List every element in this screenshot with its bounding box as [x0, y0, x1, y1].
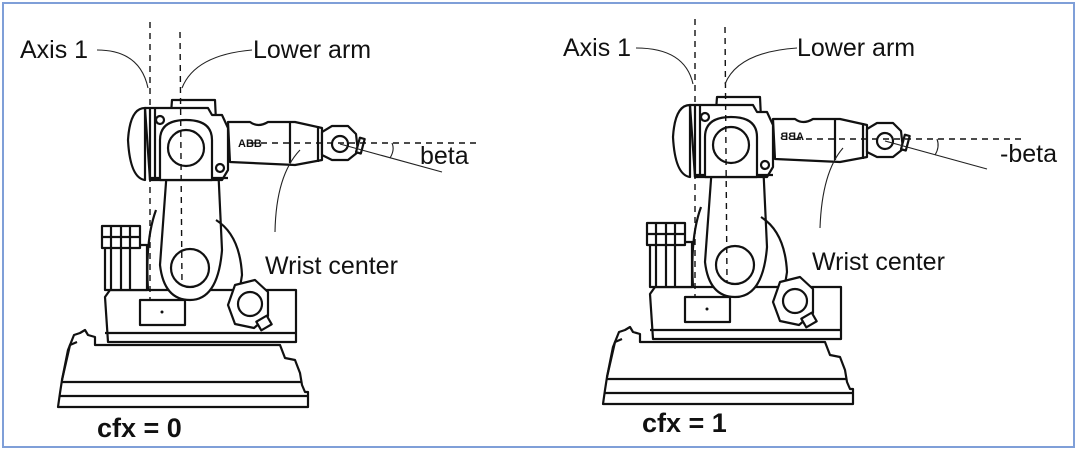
tool-direction-line [339, 143, 443, 173]
caption-cfx-0: cfx = 0 [97, 413, 182, 443]
axis1-leader [635, 47, 694, 85]
wrist-center-label: Wrist center [265, 252, 398, 280]
lower-arm-leader [724, 47, 798, 85]
lower-arm-label: Lower arm [797, 34, 915, 62]
robot-drawing-cfx-0 [56, 22, 480, 409]
wrist-center-label: Wrist center [812, 248, 945, 276]
axis1-leader [96, 49, 149, 89]
beta-angle-arc [934, 138, 939, 156]
minus-beta-label: -beta [1000, 140, 1057, 168]
robot-drawing-cfx-1 [601, 19, 1025, 406]
lower-arm-line [179, 31, 183, 286]
axis1-label: Axis 1 [563, 34, 631, 62]
abb-logo-mirrored: ABB [780, 131, 804, 143]
wrist-center-leader [274, 149, 301, 233]
tool-direction-line [884, 140, 988, 170]
axis1-label: Axis 1 [20, 36, 88, 64]
abb-logo: ABB [238, 138, 262, 150]
panel-cfx-0: Axis 1 Lower arm beta Wrist center ABB c… [20, 22, 480, 443]
caption-cfx-1: cfx = 1 [642, 408, 727, 438]
lower-arm-line [724, 26, 728, 283]
wrist-center-leader [819, 147, 844, 229]
lower-arm-label: Lower arm [253, 36, 371, 64]
lower-arm-leader [181, 49, 253, 89]
beta-angle-arc [389, 142, 394, 159]
panel-cfx-1: Axis 1 Lower arm -beta Wrist center ABB … [563, 19, 1057, 438]
beta-label: beta [420, 142, 469, 170]
